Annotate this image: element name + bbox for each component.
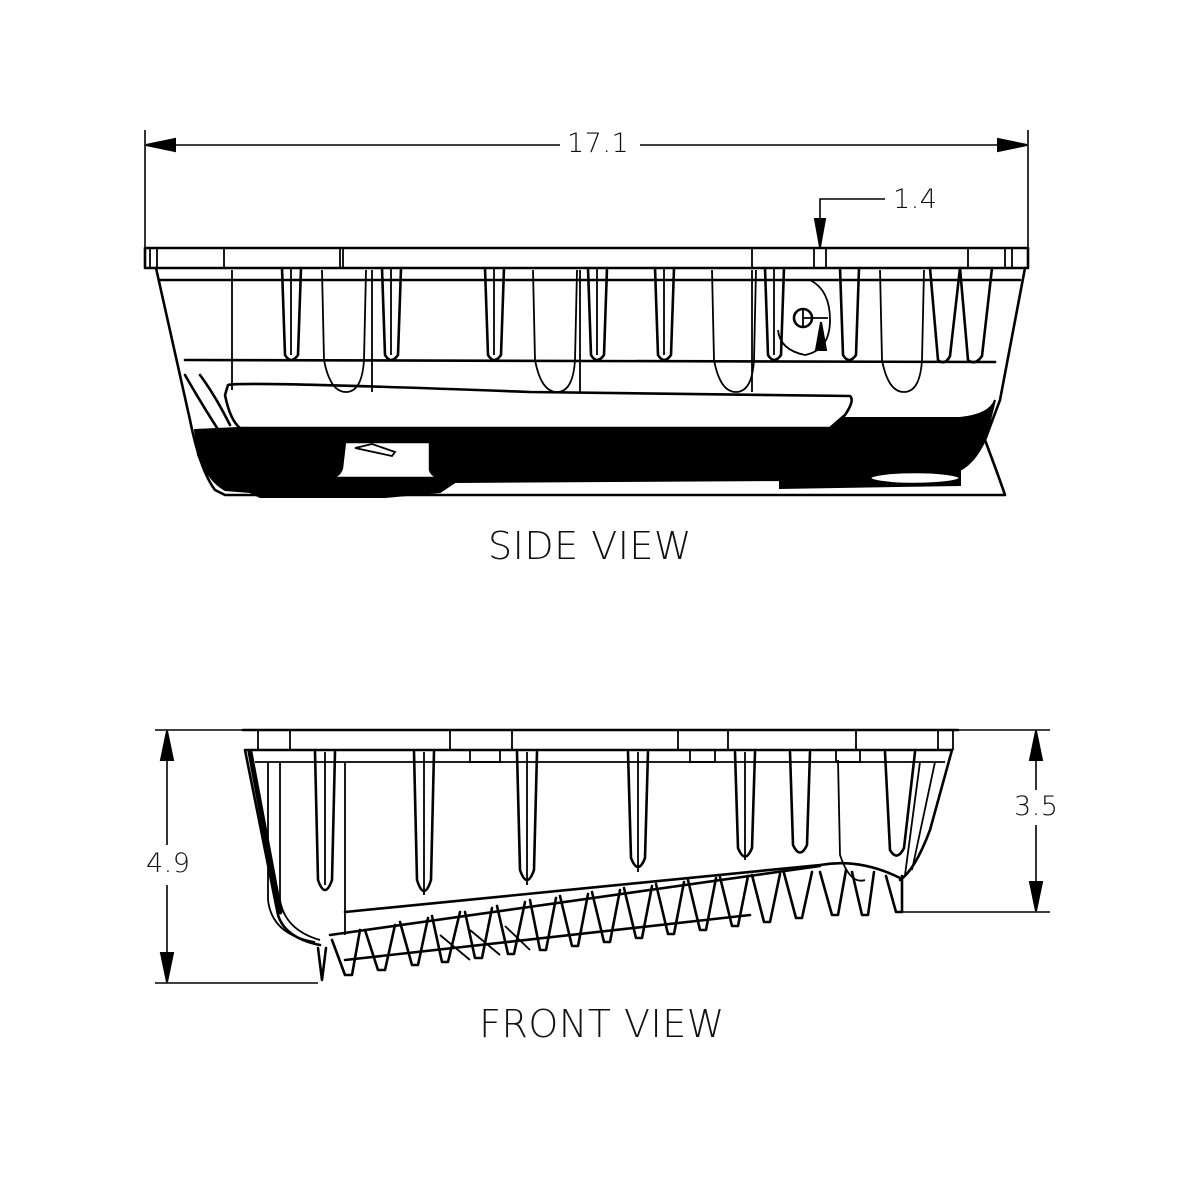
dimension-drain-offset-label: 1.4 — [889, 184, 942, 215]
arrow-left-icon — [145, 137, 176, 153]
dimension-shallow-height-line — [900, 729, 1050, 913]
front-teeth — [316, 864, 904, 982]
arrow-down-icon — [1028, 881, 1044, 912]
side-view-drawing — [143, 130, 1030, 498]
dimension-length-label: 17.1 — [563, 128, 634, 159]
arrow-right-icon — [997, 137, 1028, 153]
arrow-up-icon — [159, 730, 175, 761]
arrow-up-icon — [1028, 730, 1044, 761]
arrow-down-icon — [159, 952, 175, 983]
dimension-overall-height-line — [155, 729, 318, 984]
dimension-drain-leader — [813, 198, 885, 248]
side-ribs — [231, 266, 994, 393]
front-view-title: FRONT VIEW — [479, 1002, 725, 1046]
dimension-shallow-height-label: 3.5 — [1010, 791, 1063, 822]
front-view-drawing — [155, 728, 1050, 984]
dimension-overall-height-label: 4.9 — [142, 848, 195, 879]
front-ribs — [313, 749, 917, 895]
drain-plug — [777, 279, 831, 356]
side-view-title: SIDE VIEW — [488, 524, 692, 568]
dimension-length-line — [144, 130, 1029, 248]
arrow-down-icon — [813, 218, 827, 248]
